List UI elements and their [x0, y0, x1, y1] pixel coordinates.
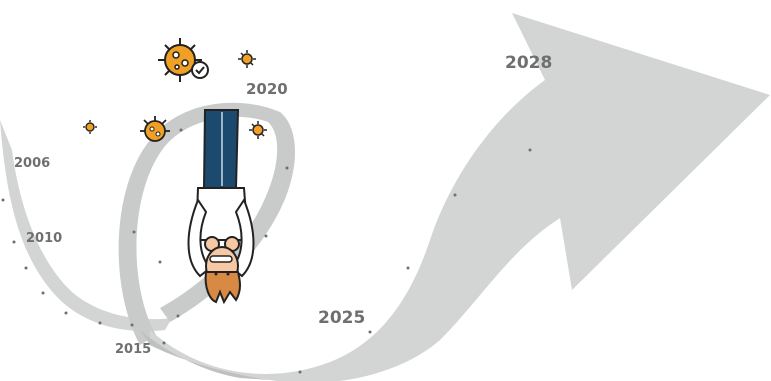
year-label-2006: 2006: [14, 156, 50, 171]
person-hair: [204, 271, 241, 305]
timeline-dot: [406, 266, 410, 270]
ribbon-tail: [0, 120, 172, 332]
timeline-dot: [98, 321, 102, 325]
year-label-2028: 2028: [505, 53, 552, 73]
timeline-dot: [298, 370, 302, 374]
virus-icon-small: [83, 120, 97, 134]
timeline-dots: [1, 128, 532, 374]
timeline-dot: [130, 323, 134, 327]
timeline-dot: [158, 260, 162, 264]
timeline-dot: [285, 166, 289, 170]
year-label-2025: 2025: [318, 308, 365, 328]
timeline-dot: [1, 198, 5, 202]
timeline-dot: [24, 266, 28, 270]
virus-icon: [140, 116, 170, 142]
year-label-2020: 2020: [246, 80, 288, 98]
timeline-dot: [162, 341, 166, 345]
timeline-dot: [132, 230, 136, 234]
person-figure: [187, 109, 255, 305]
ribbon-loop-back: [118, 102, 295, 345]
person-arm-left: [187, 197, 212, 278]
virus-icon-small: [249, 121, 267, 139]
ribbon-fold-shade: [140, 330, 270, 380]
virus-icon-small: [238, 50, 256, 68]
timeline-dot: [64, 311, 68, 315]
person-arm-right: [230, 197, 255, 278]
timeline-dot: [368, 330, 372, 334]
year-label-2010: 2010: [26, 231, 62, 246]
timeline-dot: [453, 193, 457, 197]
timeline-dot: [179, 128, 183, 132]
timeline-dot: [176, 314, 180, 318]
timeline-dot: [12, 240, 16, 244]
year-label-2015: 2015: [115, 342, 151, 357]
timeline-dot: [264, 234, 268, 238]
timeline-dot: [528, 148, 532, 152]
ribbon-arrow: [150, 13, 770, 381]
virus-check-icon: [158, 38, 209, 82]
timeline-dot: [41, 291, 45, 295]
